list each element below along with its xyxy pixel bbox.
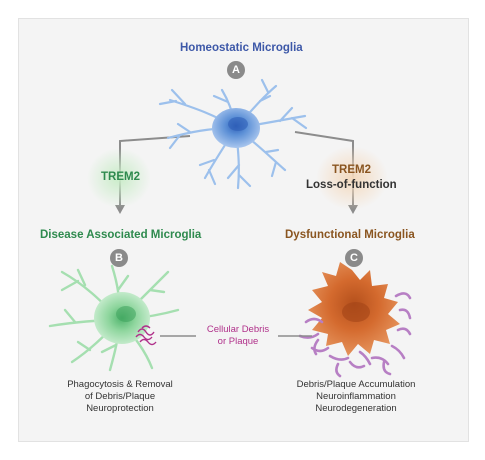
dam-caption: Phagocytosis & Removal of Debris/Plaque … (20, 379, 220, 415)
badge-b: B (110, 249, 128, 267)
trem2-right-glow (316, 146, 388, 210)
dys-caption-line: Debris/Plaque Accumulation (296, 379, 416, 390)
dam-title: Disease Associated Microglia (40, 229, 202, 241)
trem2-right-label: TREM2 (332, 164, 371, 176)
homeostatic-microglia-cell (158, 78, 308, 190)
dysfunctional-caption: Debris/Plaque Accumulation Neuroinflamma… (256, 379, 456, 415)
debris-label-line2: or Plaque (217, 336, 259, 347)
dam-engulfed-debris (135, 325, 157, 346)
dam-caption-line: Phagocytosis & Removal (67, 379, 173, 390)
loss-of-function-label: Loss-of-function (306, 179, 397, 191)
debris-label-line1: Cellular Debris (206, 324, 270, 335)
arrow-heads (115, 205, 358, 214)
trem2-left-label: TREM2 (101, 171, 140, 183)
dam-caption-line: Neuroprotection (86, 403, 154, 414)
trem2-left-glow (87, 148, 151, 208)
dam-nucleus (116, 306, 136, 322)
dysfunctional-title: Dysfunctional Microglia (285, 229, 415, 241)
homeostatic-title: Homeostatic Microglia (180, 42, 303, 54)
debris-label-bg (196, 322, 278, 350)
homeostatic-nucleus (228, 117, 248, 131)
dys-nucleus (342, 302, 370, 322)
figure-panel (18, 18, 469, 442)
dys-caption-line: Neuroinflammation (316, 391, 396, 402)
dam-caption-line: of Debris/Plaque (84, 391, 156, 402)
badge-a: A (227, 61, 245, 79)
dys-caption-line: Neurodegeneration (315, 403, 397, 414)
badge-c: C (345, 249, 363, 267)
